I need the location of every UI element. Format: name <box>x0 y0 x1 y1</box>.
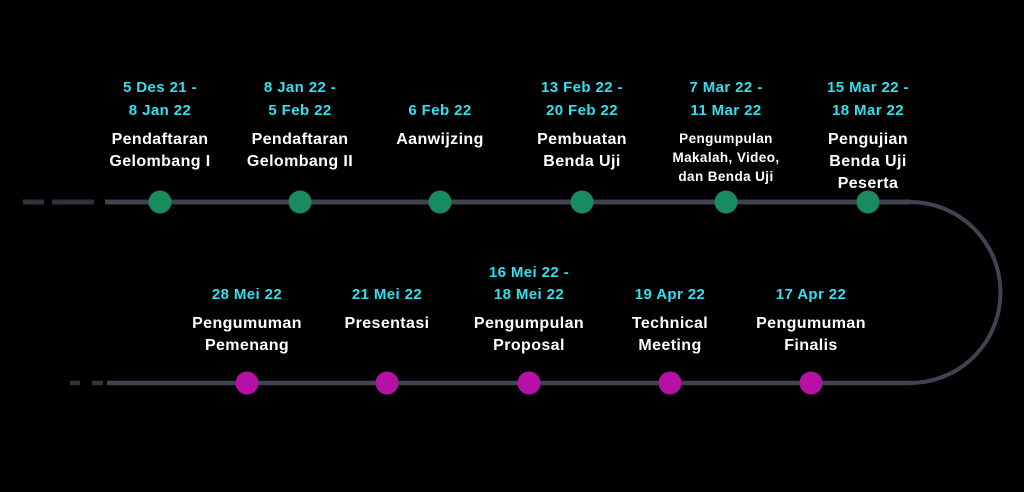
event-label: Pendaftaran Gelombang II <box>212 129 388 173</box>
label-line: Pengumuman <box>756 315 866 332</box>
date-line: 18 Mar 22 <box>832 102 904 119</box>
event-pendaftaran-gelombang-1: 5 Des 21 - 8 Jan 22 Pendaftaran Gelomban… <box>72 76 248 173</box>
date-line: 21 Mei 22 <box>351 286 423 303</box>
label-line: Pengumpulan <box>679 131 773 146</box>
label-line: Peserta <box>837 175 899 192</box>
date-line: 15 Mar 22 - <box>827 79 909 96</box>
date-line: 8 Jan 22 <box>128 102 192 119</box>
date-line: 6 Feb 22 <box>408 102 472 119</box>
label-line: Pengumuman <box>192 315 302 332</box>
event-date: 15 Mar 22 - 18 Mar 22 <box>780 76 956 122</box>
event-date: 28 Mei 22 <box>159 262 335 306</box>
date-line: 11 Mar 22 <box>690 102 762 119</box>
date-line: 17 Apr 22 <box>775 286 847 303</box>
event-aanwijzing: 6 Feb 22 Aanwijzing <box>352 76 528 151</box>
milestone-dot-green <box>570 190 594 214</box>
label-line: Proposal <box>493 337 565 354</box>
event-pengumuman-pemenang: 28 Mei 22 Pengumuman Pemenang <box>159 262 335 357</box>
label-line: Pembuatan <box>537 131 627 148</box>
milestone-dot-magenta <box>517 371 541 395</box>
event-label: Technical Meeting <box>582 313 758 357</box>
event-date: 7 Mar 22 - 11 Mar 22 <box>638 76 814 122</box>
milestone-dot-green <box>288 190 312 214</box>
label-line: Pengumpulan <box>473 315 585 332</box>
label-line: Makalah, Video, <box>672 150 780 165</box>
milestone-dot-green <box>714 190 738 214</box>
label-line: Pendaftaran <box>111 131 209 148</box>
event-pembuatan-benda-uji: 13 Feb 22 - 20 Feb 22 Pembuatan Benda Uj… <box>494 76 670 173</box>
label-line: Gelombang I <box>109 153 211 170</box>
date-line: 5 Feb 22 <box>268 102 332 119</box>
date-line: 5 Des 21 - <box>122 79 198 96</box>
milestone-dot-magenta <box>658 371 682 395</box>
label-line: Gelombang II <box>246 153 354 170</box>
event-pendaftaran-gelombang-2: 8 Jan 22 - 5 Feb 22 Pendaftaran Gelomban… <box>212 76 388 173</box>
event-label: Aanwijzing <box>352 129 528 151</box>
event-label: Pengujian Benda Uji Peserta <box>780 129 956 195</box>
event-label: Presentasi <box>299 313 475 335</box>
event-date: 19 Apr 22 <box>582 262 758 306</box>
event-label: Pengumpulan Makalah, Video, dan Benda Uj… <box>638 129 814 186</box>
event-label: Pengumuman Finalis <box>723 313 899 357</box>
label-line: Benda Uji <box>543 153 621 170</box>
label-line: Technical <box>631 315 709 332</box>
date-line: 8 Jan 22 - <box>263 79 337 96</box>
date-line: 16 Mei 22 - <box>488 264 570 281</box>
milestone-dot-magenta <box>235 371 259 395</box>
label-line: dan Benda Uji <box>678 169 774 184</box>
milestone-dot-magenta <box>799 371 823 395</box>
event-label: Pembuatan Benda Uji <box>494 129 670 173</box>
event-date: 16 Mei 22 - 18 Mei 22 <box>441 262 617 306</box>
label-line: Pengujian <box>827 131 909 148</box>
label-line: Pemenang <box>204 337 290 354</box>
label-line: Presentasi <box>344 315 430 332</box>
date-line: 13 Feb 22 - <box>541 79 623 96</box>
label-line: Finalis <box>784 337 838 354</box>
date-line: 20 Feb 22 <box>546 102 618 119</box>
date-line: 18 Mei 22 <box>493 286 565 303</box>
label-line: Aanwijzing <box>396 131 484 148</box>
milestone-dot-green <box>428 190 452 214</box>
event-date: 5 Des 21 - 8 Jan 22 <box>72 76 248 122</box>
event-date: 21 Mei 22 <box>299 262 475 306</box>
date-line: 28 Mei 22 <box>211 286 283 303</box>
milestone-dot-green <box>148 190 172 214</box>
event-label: Pengumpulan Proposal <box>441 313 617 357</box>
event-label: Pengumuman Pemenang <box>159 313 335 357</box>
event-date: 17 Apr 22 <box>723 262 899 306</box>
label-line: Pendaftaran <box>251 131 349 148</box>
event-presentasi: 21 Mei 22 Presentasi <box>299 262 475 335</box>
event-date: 13 Feb 22 - 20 Feb 22 <box>494 76 670 122</box>
event-pengumpulan-makalah: 7 Mar 22 - 11 Mar 22 Pengumpulan Makalah… <box>638 76 814 186</box>
milestone-dot-magenta <box>375 371 399 395</box>
milestone-dot-green <box>856 190 880 214</box>
date-line: 19 Apr 22 <box>634 286 706 303</box>
label-line: Meeting <box>638 337 702 354</box>
event-date: 6 Feb 22 <box>352 76 528 122</box>
label-line: Benda Uji <box>829 153 907 170</box>
event-pengumpulan-proposal: 16 Mei 22 - 18 Mei 22 Pengumpulan Propos… <box>441 262 617 357</box>
event-technical-meeting: 19 Apr 22 Technical Meeting <box>582 262 758 357</box>
event-date: 8 Jan 22 - 5 Feb 22 <box>212 76 388 122</box>
date-line: 7 Mar 22 - <box>689 79 763 96</box>
event-pengumuman-finalis: 17 Apr 22 Pengumuman Finalis <box>723 262 899 357</box>
event-pengujian-benda-uji: 15 Mar 22 - 18 Mar 22 Pengujian Benda Uj… <box>780 76 956 195</box>
u-turn-curve <box>909 200 1003 385</box>
event-label: Pendaftaran Gelombang I <box>72 129 248 173</box>
